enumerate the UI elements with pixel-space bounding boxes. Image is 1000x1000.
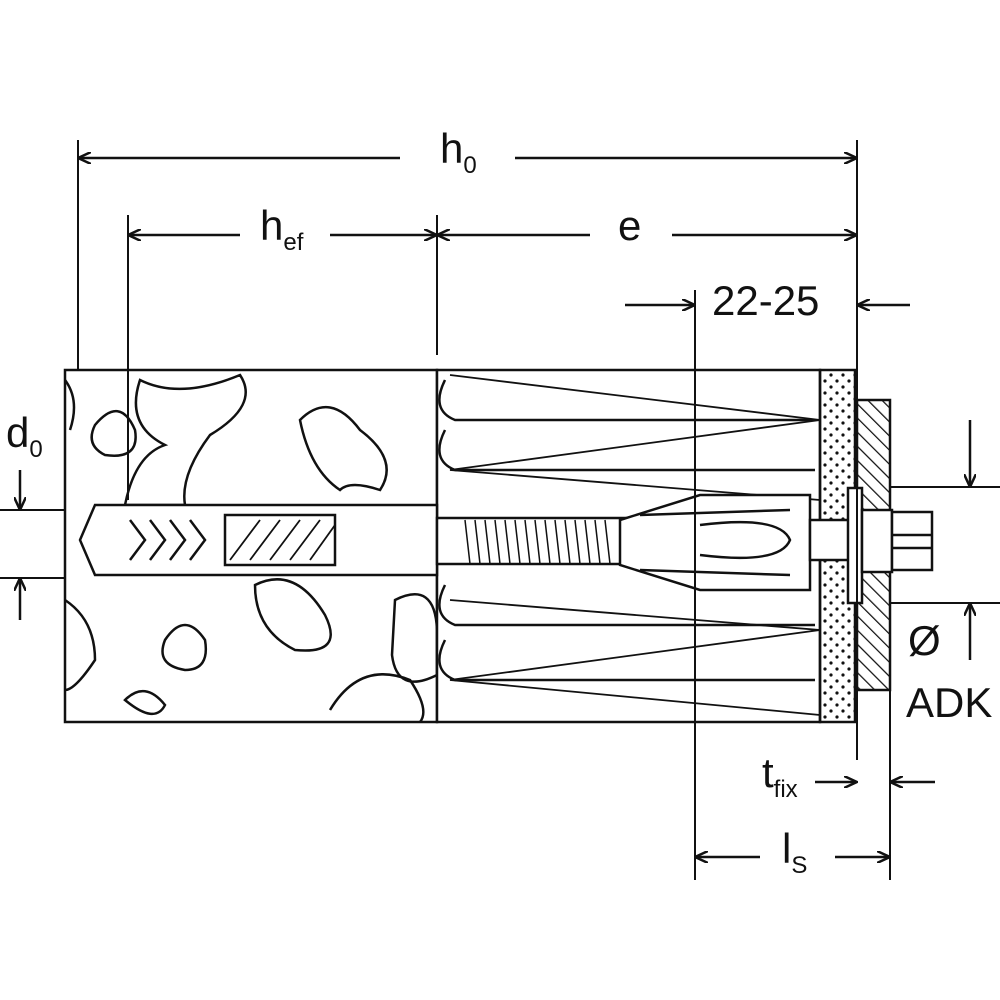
- adk-label: ADK: [906, 679, 993, 726]
- range-label: 22-25: [712, 277, 820, 324]
- anchor: [78, 486, 934, 605]
- d0-label: d0: [6, 409, 43, 463]
- dimension-lines: [20, 158, 970, 857]
- ls-label: lS: [782, 825, 808, 879]
- adk-symbol-label: Ø: [908, 617, 941, 664]
- e-label: e: [618, 202, 642, 249]
- hef-label: hef: [260, 202, 304, 256]
- tfix-label: tfix: [762, 749, 798, 803]
- extension-lines: [0, 140, 1000, 880]
- h0-label: h0: [440, 125, 477, 179]
